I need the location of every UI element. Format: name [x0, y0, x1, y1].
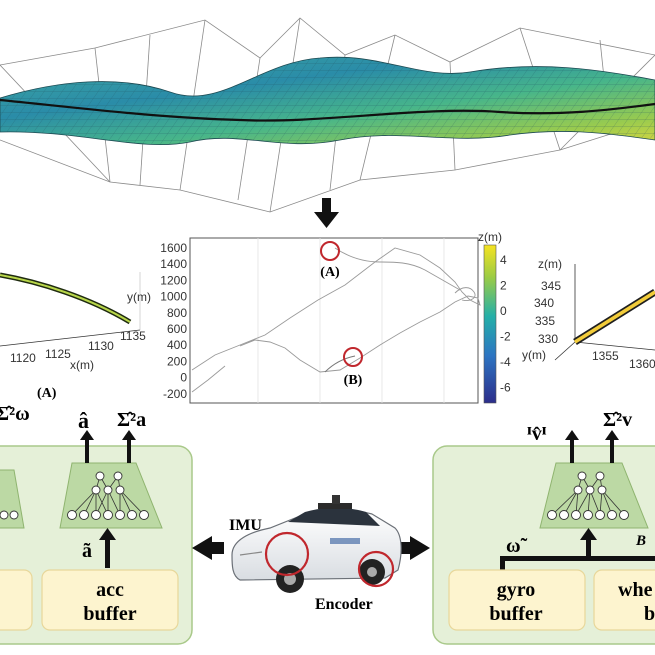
vehicle-illustration: IMU Encoder — [192, 495, 430, 613]
map-marker-a-label: (A) — [320, 265, 340, 280]
velocity-output-arrows — [500, 430, 655, 570]
car-logo-stripe — [330, 538, 360, 544]
right-plot-z-unit: z(m) — [538, 257, 562, 271]
car-roof-sensor — [318, 503, 352, 509]
map-colorbar-tick-3: -2 — [500, 330, 511, 344]
velocity-network — [539, 462, 649, 529]
left-buffer-partial — [0, 569, 33, 631]
down-arrow — [314, 198, 339, 228]
acc-output-arrows — [80, 430, 136, 568]
map-y-tick-8: 0 — [180, 371, 187, 385]
left-arrow — [192, 536, 224, 560]
right-plot-z-tick-2: 335 — [535, 314, 555, 328]
map-y-tick-4: 800 — [167, 306, 187, 320]
right-plot-y-unit: y(m) — [522, 348, 546, 362]
map-marker-a-circle — [320, 241, 340, 261]
right-network-panel: ᴵv̂ᴵ Σ̂²v ω̃ B gyro buffer whe b — [432, 409, 655, 645]
map-y-tick-5: 600 — [167, 322, 187, 336]
left-plot-x-axis — [0, 329, 141, 347]
acc-buffer-box — [41, 569, 179, 631]
map-y-tick-7: 200 — [167, 354, 187, 368]
wheel-buffer-box — [593, 569, 655, 631]
left-output-acc: â — [78, 408, 89, 433]
left-output-acc-var: Σ̂²a — [117, 409, 146, 431]
map-colorbar-tick-0: 4 — [500, 253, 507, 267]
map-y-tick-labels: 1600 1400 1200 1000 800 600 400 200 0 -200 — [160, 241, 187, 401]
acc-buffer-line2: buffer — [83, 603, 136, 625]
right-plot-z-tick-3: 330 — [538, 332, 558, 346]
gyro-buffer-box — [448, 569, 586, 631]
left-plot-caption: (A) — [37, 386, 57, 401]
map-marker-b-label: (B) — [344, 373, 363, 388]
map-colorbar-tick-4: -4 — [500, 355, 511, 369]
left-output-gyro-var: Σ̂²ω — [0, 403, 30, 425]
map-colorbar-tick-1: 2 — [500, 279, 507, 293]
map-y-tick-1: 1400 — [160, 257, 187, 271]
imu-label: IMU — [229, 517, 262, 534]
acc-input-label: ã — [82, 540, 92, 562]
map-colorbar-title: z(m) — [478, 230, 502, 244]
map-y-tick-6: 400 — [167, 338, 187, 352]
trajectory-map: 1600 1400 1200 1000 800 600 400 200 0 -200 (A) (B… — [160, 230, 511, 404]
left-plot-x-tick-3: 1135 — [120, 329, 146, 343]
terrain-surface-plot — [0, 17, 655, 213]
right-plot-x-tick-1: 1360 — [629, 357, 655, 371]
left-plot-x-unit: x(m) — [70, 358, 94, 372]
left-plot-x-tick-1: 1125 — [45, 347, 71, 361]
map-colorbar — [483, 244, 497, 404]
gyro-buffer-line1: gyro — [497, 579, 536, 601]
left-plot-y-unit: y(m) — [127, 290, 151, 304]
map-y-tick-0: 1600 — [160, 241, 187, 255]
right-plot-z-tick-1: 340 — [534, 296, 554, 310]
left-trajectory-band — [0, 272, 132, 325]
map-y-tick-3: 1000 — [160, 290, 187, 304]
encoder-label: Encoder — [315, 596, 373, 613]
map-colorbar-ticks: 4 2 0 -2 -4 -6 — [500, 253, 511, 395]
right-plot-z-tick-0: 345 — [541, 279, 561, 293]
map-grid — [257, 238, 445, 403]
right-output-velocity: ᴵv̂ᴵ — [527, 423, 547, 445]
map-frame — [189, 237, 479, 404]
acc-network — [59, 462, 163, 529]
imu-marker-circle — [264, 531, 310, 577]
map-y-tick-2: 1200 — [160, 273, 187, 287]
map-marker-b-circle — [343, 347, 363, 367]
right-plot-x-tick-0: 1355 — [592, 349, 619, 363]
gyro-buffer-line2: buffer — [489, 603, 542, 625]
gyro-network-partial — [0, 469, 25, 529]
map-y-tick-9: -200 — [163, 387, 187, 401]
map-colorbar-tick-5: -6 — [500, 381, 511, 395]
car-windows — [288, 507, 380, 526]
left-trajectory-plot: y(m) 1120 1125 1130 1135 x(m) (A) — [0, 272, 151, 401]
right-panel-side-label: B — [635, 533, 646, 549]
left-plot-x-tick-2: 1130 — [88, 339, 114, 353]
terrain-trajectory — [0, 98, 655, 122]
right-trajectory-plot: z(m) 345 340 335 330 y(m) 1355 1360 — [522, 257, 655, 371]
terrain-mesh-lines — [0, 57, 655, 145]
left-network-panel: Σ̂²ω â Σ̂²a ã acc buffer — [0, 403, 193, 645]
right-arrow — [400, 536, 430, 560]
map-colorbar-tick-2: 0 — [500, 304, 507, 318]
wheel-buffer-line2: b — [644, 603, 655, 625]
right-output-velocity-var: Σ̂²v — [603, 409, 632, 431]
car-body — [231, 509, 402, 581]
left-plot-x-tick-0: 1120 — [10, 351, 36, 365]
wheel-buffer-line1: whe — [618, 579, 653, 601]
encoder-marker-circle — [357, 550, 395, 588]
map-trajectory — [191, 247, 481, 393]
acc-buffer-line1: acc — [96, 579, 124, 601]
